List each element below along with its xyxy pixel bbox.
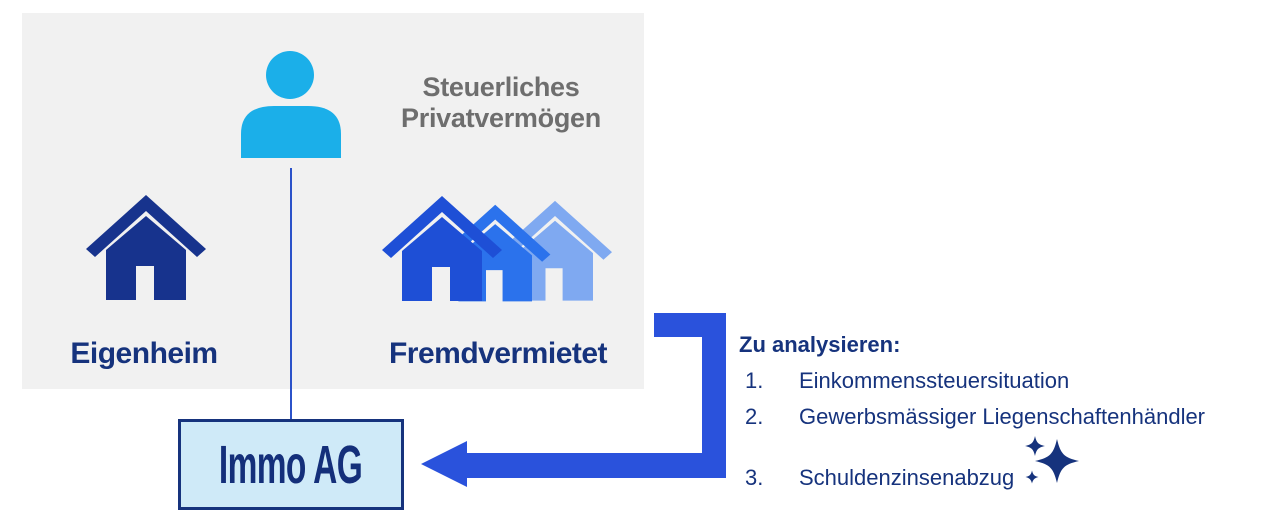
eigenheim-label: Eigenheim — [70, 337, 218, 370]
immo-ag-label: Immo AG — [219, 434, 363, 495]
item-number: 1. — [745, 368, 764, 393]
sparkles-icon — [1025, 436, 1080, 484]
houses-icon — [382, 196, 612, 302]
elbow-arrow-icon — [421, 313, 726, 487]
item-number: 2. — [745, 404, 764, 429]
analysis-heading: Zu analysieren: — [739, 332, 901, 357]
private-assets-panel — [22, 13, 644, 389]
item-text: Einkommenssteuersituation — [799, 368, 1070, 393]
house-icon — [86, 195, 206, 300]
list-item: 1. Einkommenssteuersituation — [739, 363, 1280, 399]
item-text: Gewerbsmässiger Liegenschaftenhändler — [799, 404, 1206, 429]
ownership-connector-line — [290, 168, 292, 419]
item-text: Schuldenzinsenabzug — [799, 465, 1015, 490]
item-number: 3. — [745, 465, 764, 490]
fremdvermietet-label: Fremdvermietet — [388, 337, 608, 370]
panel-title-line1: Steuerliches — [422, 72, 580, 102]
analysis-block: Zu analysieren: 1. Einkommenssteuersitua… — [739, 327, 1280, 496]
list-item: 3. Schuldenzinsenabzug — [739, 435, 1280, 496]
immo-ag-box: Immo AG — [178, 419, 404, 510]
person-icon — [241, 51, 341, 158]
list-item: 2. Gewerbsmässiger Liegenschaftenhändler — [739, 399, 1280, 435]
panel-title-line2: Privatvermögen — [401, 103, 601, 133]
panel-title: Steuerliches Privatvermögen — [380, 72, 622, 134]
